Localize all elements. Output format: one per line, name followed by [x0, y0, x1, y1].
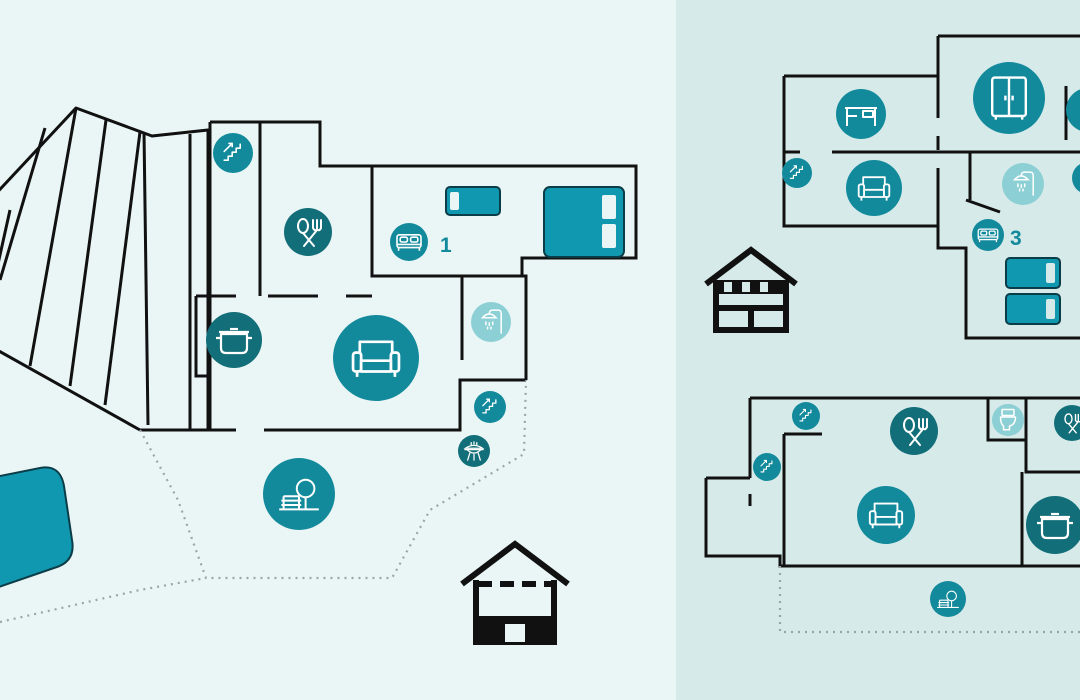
stairs-icon: [782, 158, 812, 188]
toilet-icon: [992, 404, 1024, 436]
upper-floor-walls: [782, 34, 1080, 340]
dining-icon: [284, 208, 332, 256]
grill-icon: [458, 435, 490, 467]
stairs-icon: [213, 133, 253, 173]
stairs-icon: [753, 453, 781, 481]
dining-icon: [890, 407, 938, 455]
floor-label-1: 1: [440, 234, 452, 257]
desk-icon: [836, 89, 886, 139]
bed-icon: [972, 219, 1004, 251]
wardrobe-icon: [973, 62, 1045, 134]
edge-icon: [1066, 89, 1080, 131]
stairs-icon: [792, 402, 820, 430]
single-bed: [445, 186, 501, 216]
stairs-icon: [474, 391, 506, 423]
bed-icon: [390, 223, 428, 261]
house-ground-floor-icon: [460, 540, 570, 645]
single-bed-pillow: [450, 192, 459, 210]
single-bed-pillow: [1046, 263, 1055, 283]
dining-icon: [1054, 405, 1080, 441]
sofa-icon: [857, 486, 915, 544]
edge-icon: [1072, 164, 1080, 192]
pool: [0, 466, 74, 588]
floor-label-3: 3: [1010, 227, 1022, 250]
lower-garden-outline: [778, 566, 1080, 634]
lower-floor-walls: [704, 396, 1080, 568]
sofa-icon: [846, 160, 902, 216]
shower-icon: [471, 302, 511, 342]
sofa-icon: [333, 315, 419, 401]
covered-terrace: [0, 106, 210, 432]
house-upper-floor-icon: [704, 246, 798, 333]
double-bed-pillow: [602, 195, 616, 219]
pot-icon: [1026, 496, 1080, 554]
terrace-edge: [0, 576, 207, 624]
double-bed-pillow: [602, 224, 616, 248]
garden-icon: [930, 581, 966, 617]
pot-icon: [206, 312, 262, 368]
garden-outline: [139, 379, 528, 580]
shower-icon: [1002, 163, 1044, 205]
garden-icon: [263, 458, 335, 530]
single-bed-pillow: [1046, 299, 1055, 319]
ground-floor-walls: [194, 120, 638, 432]
